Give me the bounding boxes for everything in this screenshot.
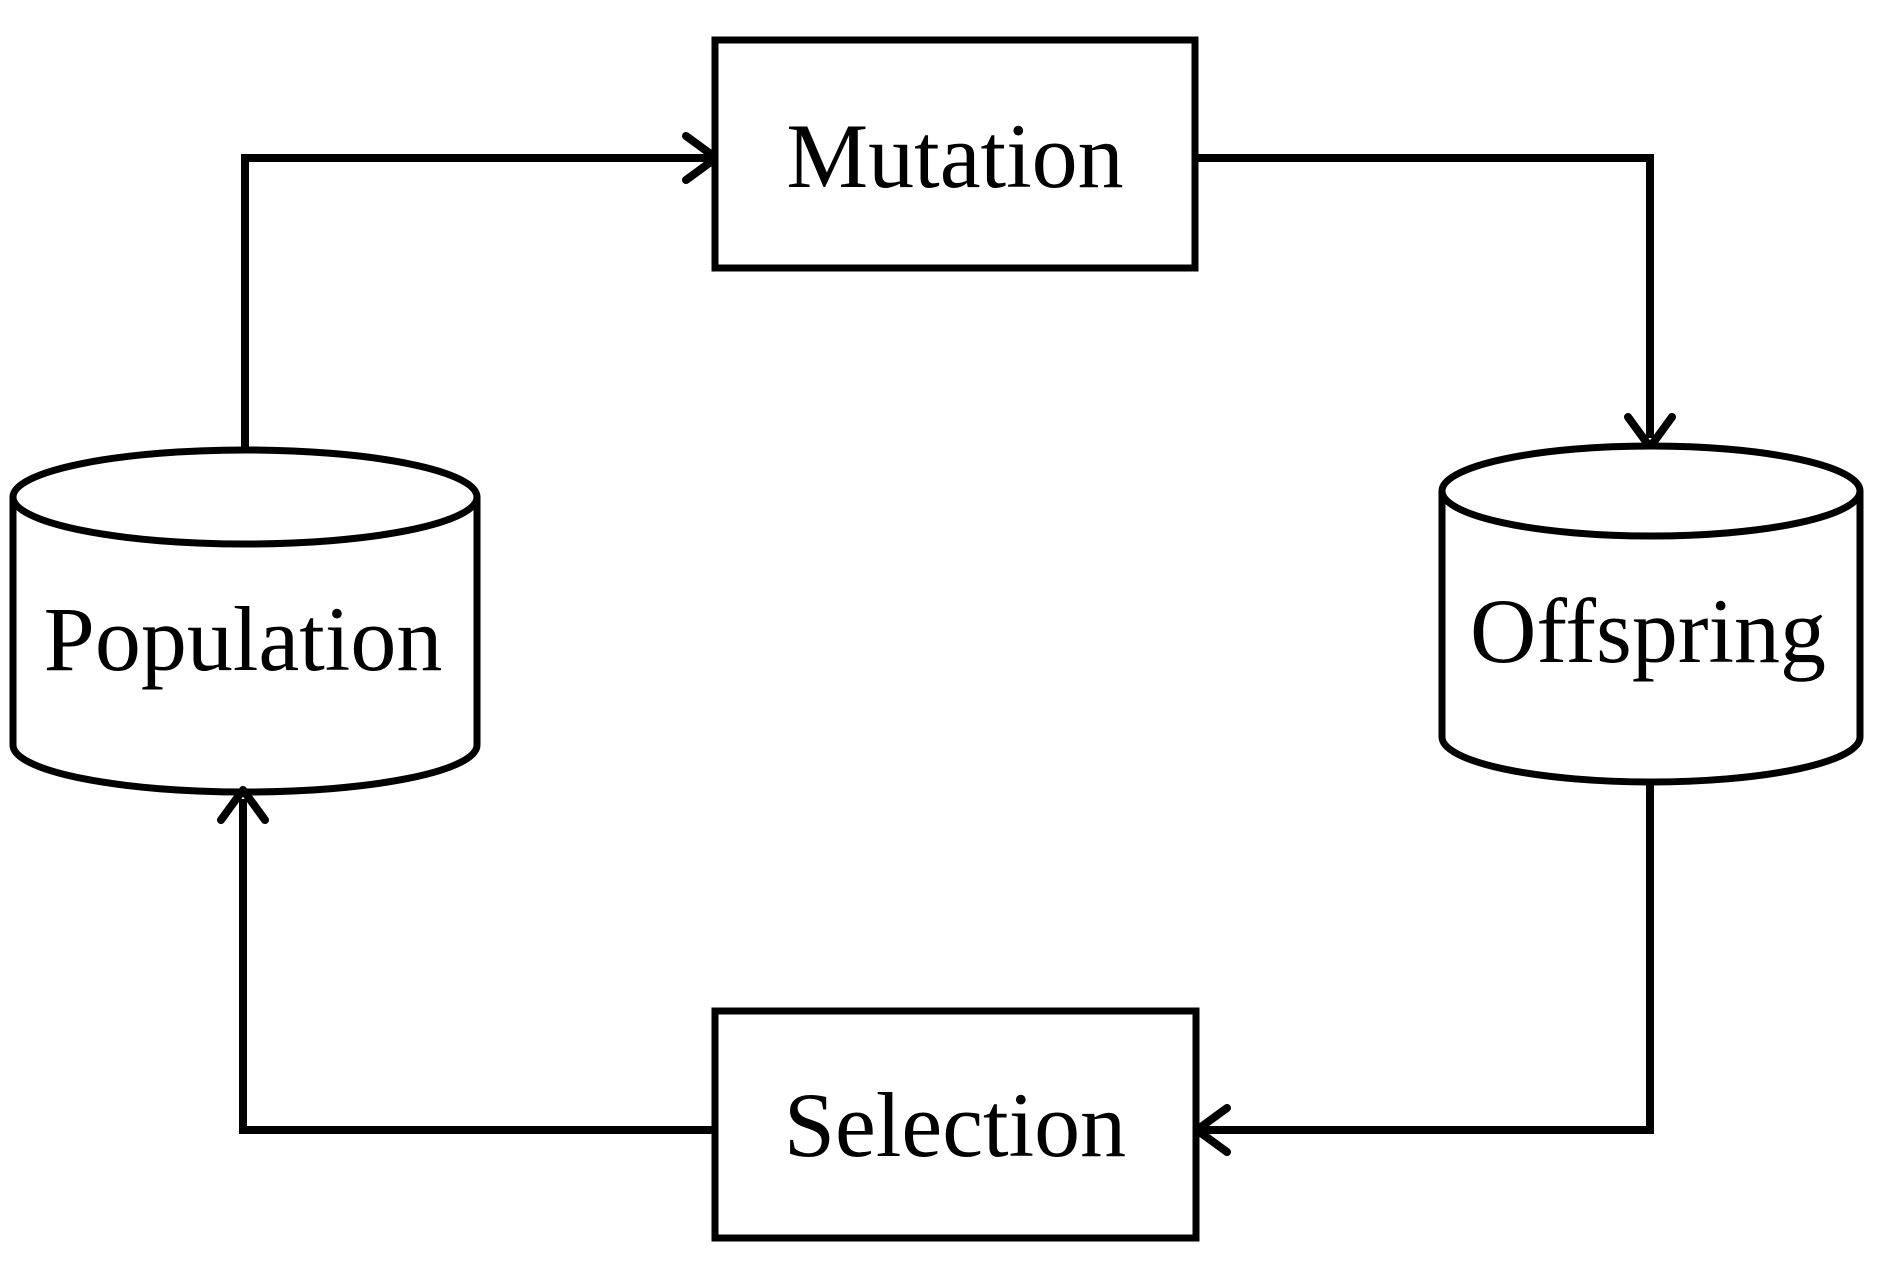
edge-population-to-mutation xyxy=(241,132,720,452)
offspring-cylinder-top xyxy=(1438,442,1864,540)
population-cylinder-top xyxy=(9,446,481,548)
node-mutation: Mutation xyxy=(711,36,1199,272)
node-population: Population xyxy=(9,446,481,796)
edge-line xyxy=(1195,154,1654,438)
selection-label: Selection xyxy=(784,1074,1126,1176)
node-selection: Selection xyxy=(711,1007,1200,1242)
edge-line xyxy=(241,154,710,452)
mutation-box xyxy=(711,36,1199,272)
edge-mutation-to-offspring xyxy=(1195,154,1676,451)
population-label: Population xyxy=(44,588,443,690)
edge-line xyxy=(1203,780,1654,1134)
edge-line xyxy=(239,799,715,1134)
population-cylinder-bottom xyxy=(9,744,481,796)
mutation-label: Mutation xyxy=(786,105,1123,207)
node-offspring: Offspring xyxy=(1438,442,1864,786)
offspring-cylinder-bottom xyxy=(1438,736,1864,786)
edge-offspring-to-selection xyxy=(1193,780,1654,1156)
edge-selection-to-population xyxy=(217,786,715,1134)
offspring-label: Offspring xyxy=(1470,580,1826,682)
selection-box xyxy=(711,1007,1200,1242)
offspring-cylinder-sides xyxy=(1438,491,1864,737)
population-cylinder-sides xyxy=(9,497,481,745)
